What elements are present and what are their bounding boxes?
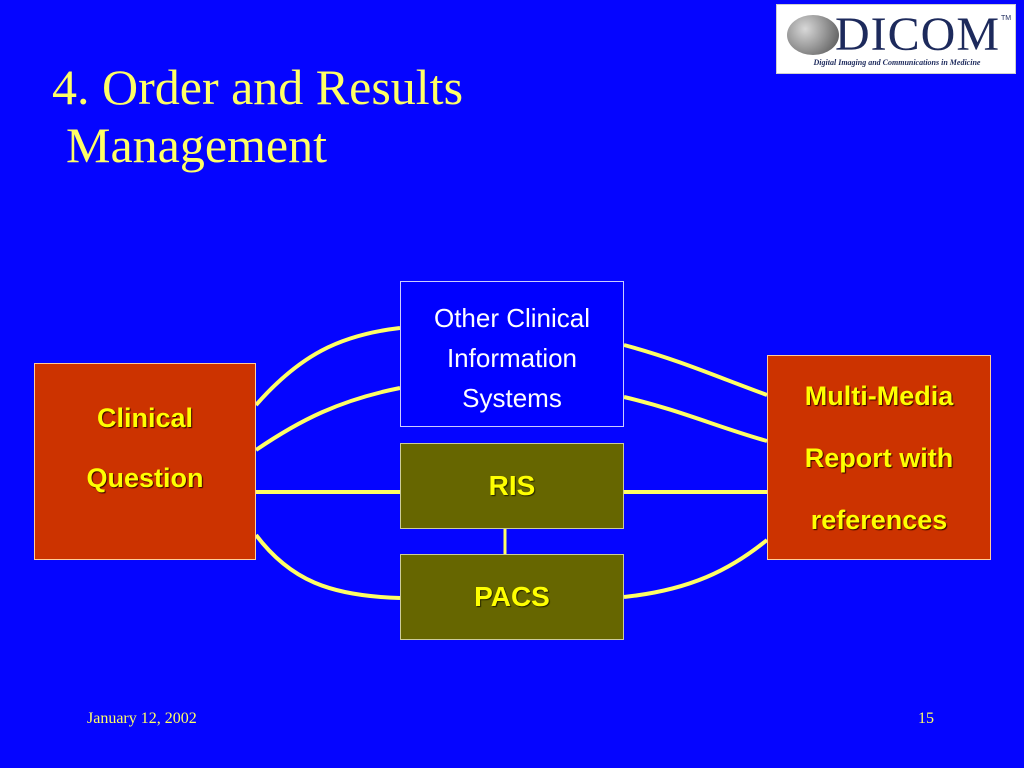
title-line-2: Management xyxy=(66,117,328,173)
clinical-question-box: Clinical Question xyxy=(34,363,256,560)
clinical-question-line-2: Question xyxy=(86,463,204,493)
connector-other-to-report-upper xyxy=(623,343,768,397)
connector-other-to-report-lower xyxy=(623,395,768,443)
connector-clinical-to-pacs xyxy=(254,533,401,600)
other-systems-line-1: Other Clinical xyxy=(433,303,591,333)
connector-pacs-to-report xyxy=(623,538,769,599)
other-systems-line-2: Information xyxy=(446,343,578,373)
connector-clinical-to-other-lower xyxy=(254,386,401,452)
title-line-1: 4. Order and Results xyxy=(52,59,464,115)
other-clinical-systems-box: Other Clinical Information Systems xyxy=(400,281,624,427)
other-systems-line-3: Systems xyxy=(462,383,562,413)
footer-date: January 12, 2002 xyxy=(87,710,197,727)
report-line-1: Multi-Media xyxy=(804,380,954,411)
pacs-label: PACS xyxy=(474,581,550,612)
report-line-3: references xyxy=(810,504,948,535)
ris-label: RIS xyxy=(488,470,536,501)
globe-icon xyxy=(787,15,839,55)
page-number: 15 xyxy=(918,710,934,727)
clinical-question-line-1: Clinical xyxy=(96,403,194,433)
multimedia-report-box: Multi-Media Report with references xyxy=(767,355,991,560)
ris-box: RIS xyxy=(400,443,624,529)
pacs-box: PACS xyxy=(400,554,624,640)
report-line-2: Report with xyxy=(804,442,954,473)
connector-clinical-to-other-upper xyxy=(254,326,401,407)
logo-tagline: Digital Imaging and Communications in Me… xyxy=(813,58,981,67)
dicom-logo: DICOM TM Digital Imaging and Communicati… xyxy=(776,4,1016,74)
slide-title: 4. Order and Results Management xyxy=(52,58,463,174)
logo-wordmark: DICOM xyxy=(835,8,1001,61)
logo-trademark: TM xyxy=(1001,15,1012,22)
